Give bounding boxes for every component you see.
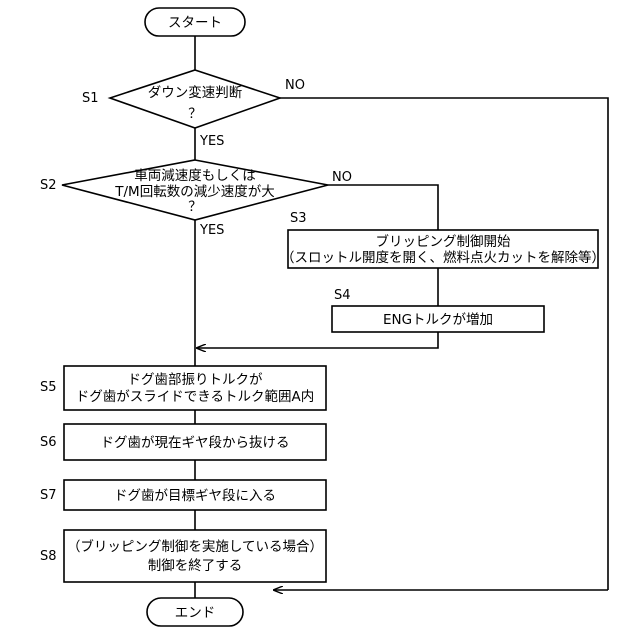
- start-label: スタート: [168, 15, 222, 31]
- s3-step-label: S3: [290, 211, 307, 226]
- s7-text-line1: ドグ歯が目標ギヤ段に入る: [114, 488, 276, 504]
- s2-step-label: S2: [40, 178, 57, 193]
- line-s2-no: [328, 185, 438, 230]
- start-terminal: スタート: [145, 8, 245, 36]
- s4-text-line1: ENGトルクが増加: [383, 312, 493, 328]
- s2-text-line1: 車両減速度もしくは: [134, 167, 256, 184]
- s1-step-label: S1: [82, 91, 99, 106]
- s6-step-label: S6: [40, 435, 57, 450]
- decision-s1: ダウン変速判断 ？ S1 NO YES: [82, 70, 305, 149]
- s1-no-label: NO: [285, 78, 305, 93]
- end-label: エンド: [175, 605, 216, 621]
- s3-text-line1: ブリッピング制御開始: [376, 233, 511, 250]
- s1-text-line1: ダウン変速判断: [148, 84, 243, 101]
- s1-text-line2: ？: [188, 106, 202, 122]
- s5-text-line2: ドグ歯がスライドできるトルク範囲A内: [76, 389, 314, 405]
- s6-text-line1: ドグ歯が現在ギヤ段から抜ける: [101, 435, 290, 451]
- s2-yes-label: YES: [199, 223, 224, 238]
- s2-text-line3: ？: [188, 199, 202, 215]
- s2-text-line2: T/M回転数の減少速度が大: [114, 183, 274, 200]
- process-s5: ドグ歯部振りトルクが ドグ歯がスライドできるトルク範囲A内 S5: [40, 366, 326, 410]
- s8-text-line1: （ブリッピング制御を実施している場合）: [67, 538, 323, 555]
- s2-no-label: NO: [332, 170, 352, 185]
- s5-step-label: S5: [40, 380, 57, 395]
- end-terminal: エンド: [147, 598, 243, 626]
- process-s8: （ブリッピング制御を実施している場合） 制御を終了する S8: [40, 530, 326, 582]
- s5-text-line1: ドグ歯部振りトルクが: [128, 372, 263, 388]
- s8-text-line2: 制御を終了する: [148, 558, 243, 574]
- s7-step-label: S7: [40, 488, 57, 503]
- decision-s2: 車両減速度もしくは T/M回転数の減少速度が大 ？ S2 NO YES: [40, 160, 352, 238]
- process-s3: ブリッピング制御開始 （スロットル開度を開く、燃料点火カットを解除等） S3: [281, 211, 605, 268]
- s3-text-line2: （スロットル開度を開く、燃料点火カットを解除等）: [281, 249, 605, 266]
- s4-step-label: S4: [334, 288, 351, 303]
- process-s7: ドグ歯が目標ギヤ段に入る S7: [40, 480, 326, 510]
- s8-step-label: S8: [40, 549, 57, 564]
- s1-yes-label: YES: [199, 134, 224, 149]
- line-s1-no: [280, 98, 608, 590]
- process-s6: ドグ歯が現在ギヤ段から抜ける S6: [40, 424, 326, 460]
- line-s4-merge: [197, 332, 438, 348]
